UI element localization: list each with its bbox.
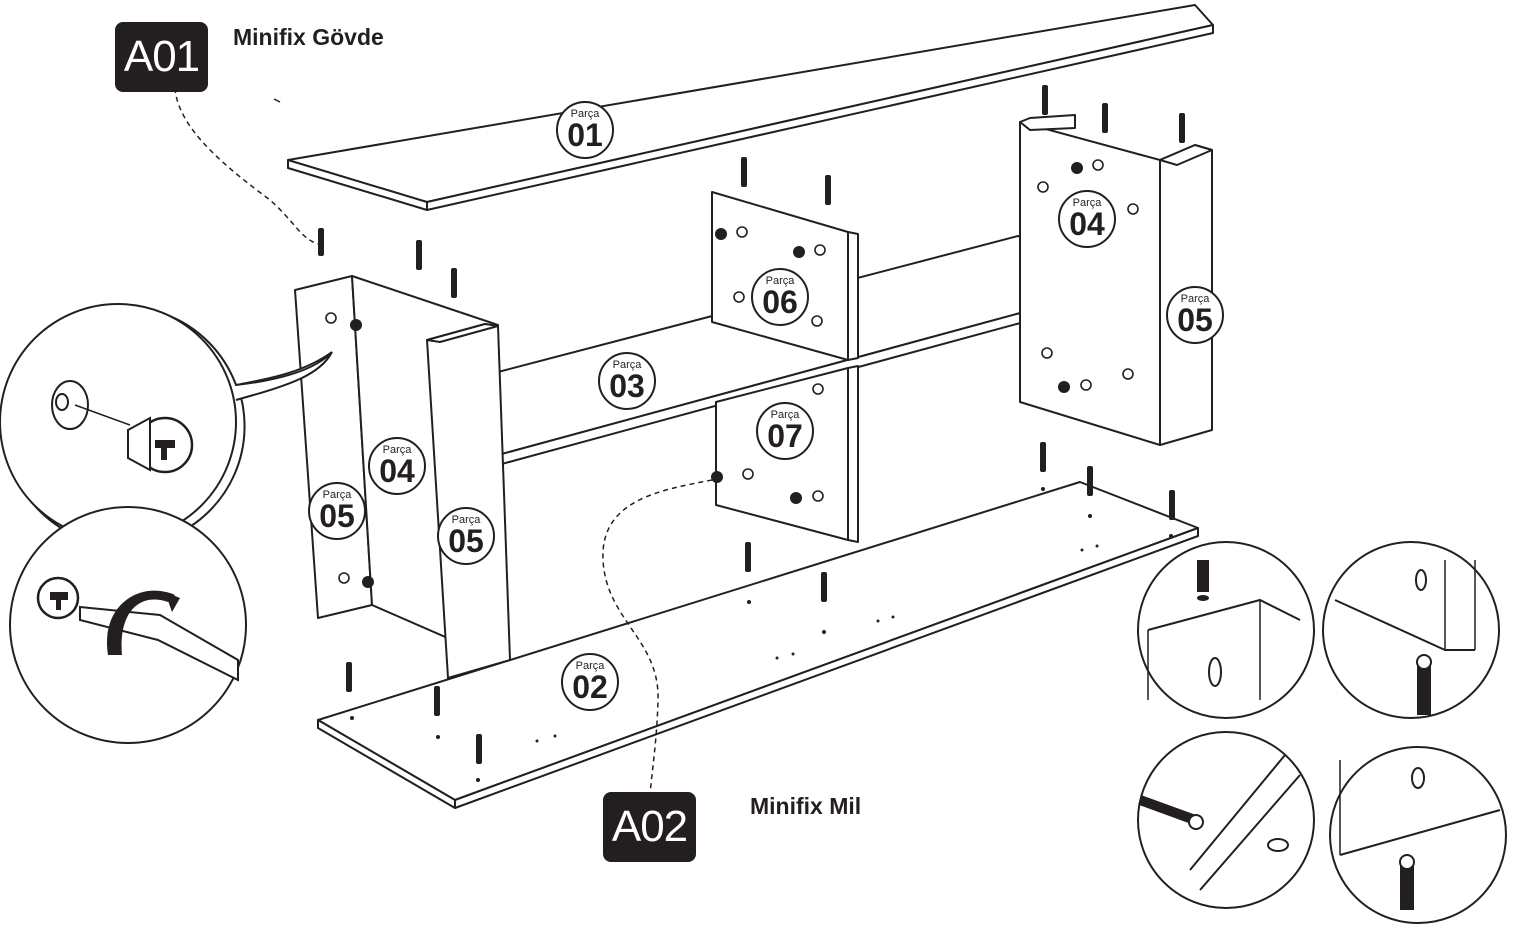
part-number: 05: [1177, 302, 1213, 338]
dowel-pins: [318, 85, 1185, 764]
part-number: 03: [609, 368, 645, 404]
panel-05-left-front: [426, 323, 511, 679]
leader-lines: [174, 87, 713, 796]
part-number: 07: [767, 418, 803, 454]
part-number: 05: [319, 498, 355, 534]
part-badge-05-right: Parça 05: [1166, 286, 1224, 344]
panel-02-bottom: [317, 481, 1199, 809]
part-label: Parça: [322, 489, 352, 501]
part-number: 02: [572, 669, 608, 705]
part-badge-05-left-front: Parça 05: [437, 507, 495, 565]
callout-a02-tag: A02: [603, 792, 696, 862]
part-badge-02: Parça 02: [561, 653, 619, 711]
part-label: Parça: [1180, 293, 1210, 305]
part-badge-04-left: Parça 04: [368, 437, 426, 495]
part-label: Parça: [612, 359, 642, 371]
part-label: Parça: [575, 660, 605, 672]
detail-dowel-insert: [1137, 541, 1315, 719]
part-badge-05-left-back: Parça 05: [308, 482, 366, 540]
part-label: Parça: [451, 514, 481, 526]
part-number: 04: [379, 453, 415, 489]
part-number: 06: [762, 284, 798, 320]
cam-holes: [325, 159, 1139, 584]
part-badge-07: Parça 07: [756, 402, 814, 460]
callout-a01-label: Minifix Gövde: [233, 24, 384, 50]
part-number: 04: [1069, 206, 1105, 242]
bottom-panel-holes: [350, 487, 1173, 782]
callout-a01-tag: A01: [115, 22, 208, 92]
detail-dowel-side: [1137, 731, 1315, 909]
panel-04-right: [1019, 114, 1161, 446]
cam-locks: [350, 162, 1083, 588]
detail-dowel-bottom: [1322, 541, 1500, 719]
part-badge-06: Parça 06: [751, 268, 809, 326]
part-badge-04-right: Parça 04: [1058, 190, 1116, 248]
detail-dowel-install: [1329, 746, 1507, 924]
part-label: Parça: [770, 409, 800, 421]
detail-minifix-body: [0, 303, 333, 548]
panel-01-top: [287, 4, 1214, 211]
part-label: Parça: [765, 275, 795, 287]
detail-screwdriver: [9, 506, 247, 744]
part-label: Parça: [1072, 197, 1102, 209]
callout-a02-label: Minifix Mil: [750, 793, 862, 819]
part-badge-01: Parça 01: [556, 101, 614, 159]
part-number: 05: [448, 523, 484, 559]
part-label: Parça: [382, 444, 412, 456]
part-number: 01: [567, 117, 603, 153]
part-label: Parça: [570, 108, 600, 120]
part-badge-03: Parça 03: [598, 352, 656, 410]
